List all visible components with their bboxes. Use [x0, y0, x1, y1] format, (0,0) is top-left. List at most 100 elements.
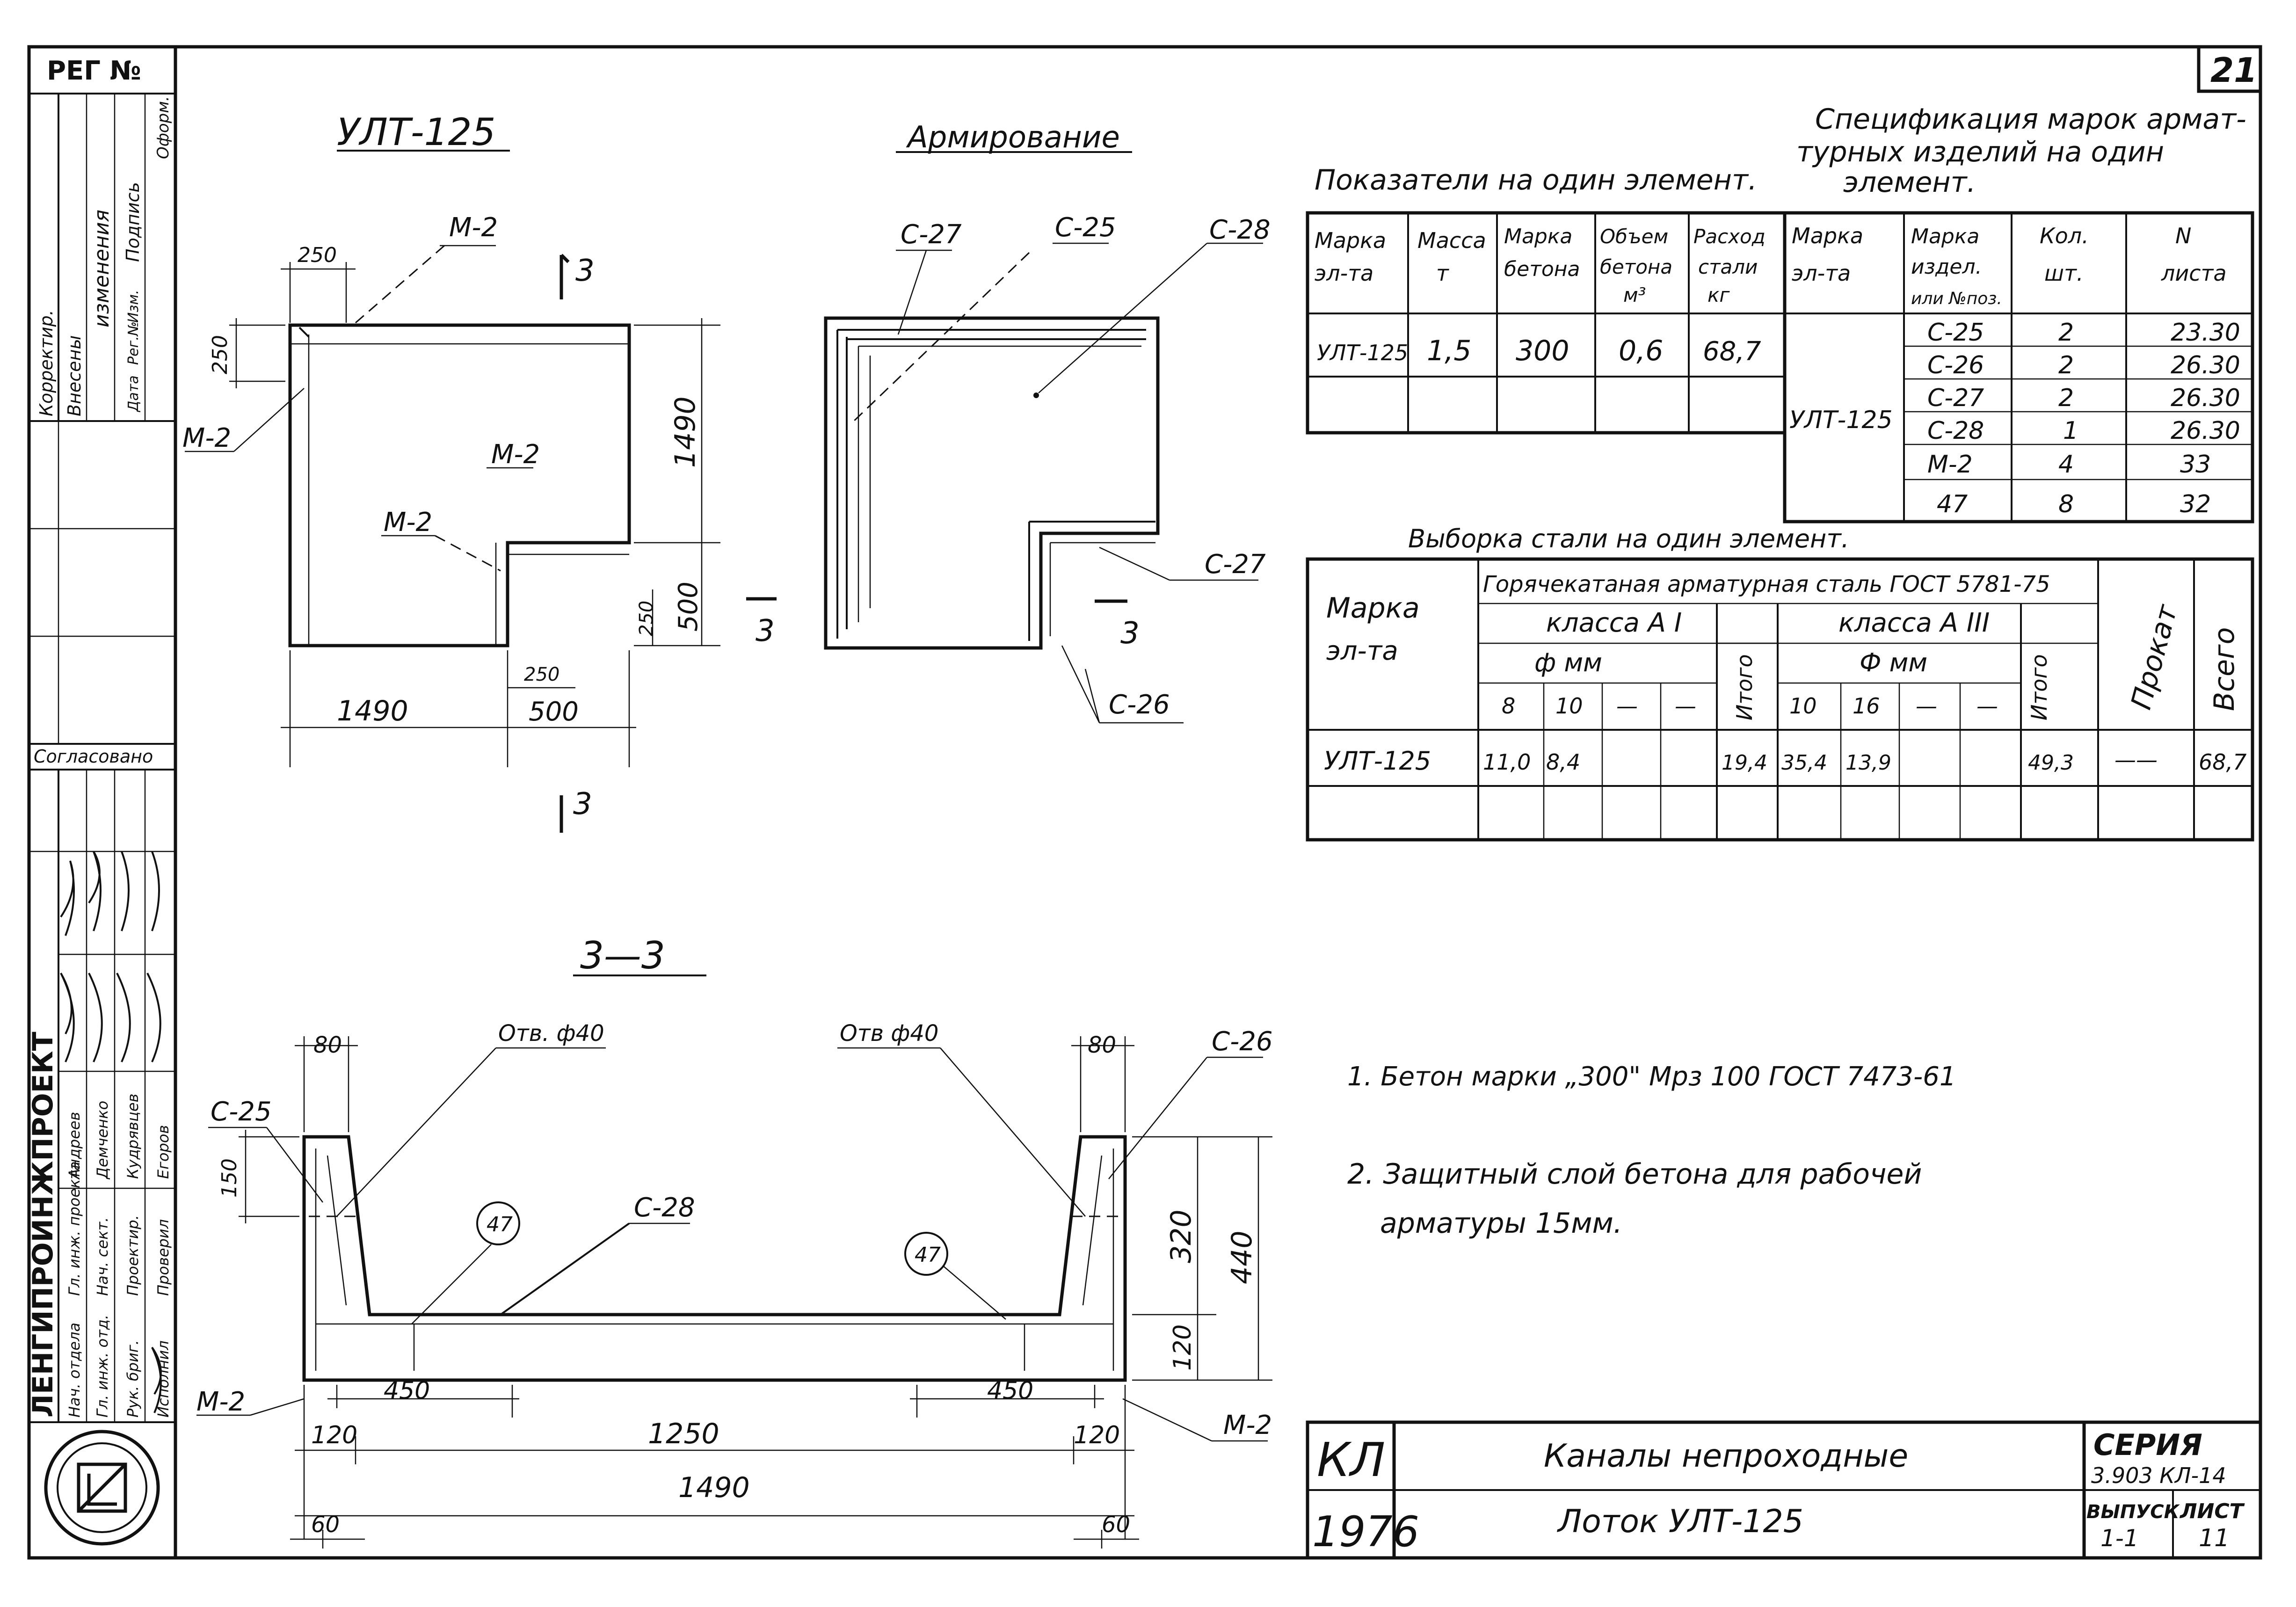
section-dim-120-vert: 120: [1169, 1324, 1197, 1371]
note-2: 2. Защитный слой бетона для рабочей: [1347, 1158, 1922, 1191]
plan-dim-250-left: 250: [208, 335, 232, 374]
change-col-2: Внесены: [64, 335, 85, 416]
spec-caption-3: элемент.: [1843, 166, 1976, 199]
spec-row-6-sheet: 32: [2180, 490, 2211, 518]
section-labels: 80 80 Отв. ф40 Отв ф40 С-25 С-26 С-28 47…: [196, 1020, 1273, 1549]
sheet-frame: [27, 45, 2262, 1560]
steel-table: Выборка стали на один элемент. Марка эл-…: [1306, 524, 2254, 842]
plan-cut-mark-bottom: 3: [573, 787, 592, 822]
staff-name-3: Кудрявцев: [124, 1093, 142, 1179]
steel-h-group: Горячекатаная арматурная сталь ГОСТ 5781…: [1483, 571, 2050, 597]
ind-h-mark-1: Марка: [1315, 228, 1386, 253]
spec-h-item-2: издел.: [1911, 255, 1982, 279]
steel-cell-a3-itogo: 49,3: [2028, 751, 2074, 775]
steel-h-phi3: Ф мм: [1860, 648, 1927, 677]
steel-size-4: —: [1675, 693, 1696, 719]
spec-caption-2: турных изделий на один: [1796, 136, 2164, 168]
steel-size-5: 10: [1789, 693, 1817, 719]
spec-h-qty-1: Кол.: [2040, 223, 2089, 248]
ind-cell-mass: 1,5: [1427, 334, 1471, 367]
spec-row-2-item: С-26: [1927, 351, 1984, 379]
section-label-m2-right: М-2: [1223, 1410, 1272, 1440]
arm-label-c28: С-28: [1209, 215, 1271, 245]
arm-label-c27-top: С-27: [901, 219, 962, 250]
tb-series-label: СЕРИЯ: [2093, 1428, 2202, 1462]
left-title-strip: РЕГ № Корректир. Внесены изменения Подпи…: [27, 56, 175, 1546]
indicators-table: Показатели на один элемент. Марка эл-та …: [1306, 164, 1787, 435]
section-mark-47-right: 47: [915, 1243, 941, 1267]
tb-year: 1976: [1312, 1507, 1419, 1556]
arm-label-c25: С-25: [1055, 212, 1116, 243]
steel-size-7: —: [1916, 693, 1937, 719]
staff-role-3: Гл. инж. отд.: [94, 1315, 111, 1418]
staff-role-2: Гл. инж. проекта: [65, 1161, 83, 1296]
ind-cell-vol: 0,6: [1619, 334, 1663, 367]
steel-cell-a1-itogo: 19,4: [1722, 751, 1767, 775]
section-dim-450-right: 450: [987, 1377, 1033, 1405]
reg-stamp: РЕГ №: [47, 56, 141, 86]
notes: 1. Бетон марки „300" Мрз 100 ГОСТ 7473-6…: [1347, 1062, 1956, 1240]
arm-leaders: С-27 С-25 С-28 С-27 С-26: [850, 212, 1271, 724]
steel-h-itogo-2: Итого: [2027, 654, 2052, 720]
change-col-3: изменения: [90, 210, 114, 327]
plan-dim-1490-horiz: 1490: [337, 695, 408, 727]
note-3: арматуры 15мм.: [1380, 1207, 1622, 1240]
section-mark-47-left: 47: [487, 1213, 513, 1236]
ind-h-steel-3: кг: [1707, 284, 1730, 306]
arm-cut-mark-right: 3: [1120, 616, 1140, 651]
spec-row-3-qty: 2: [2058, 384, 2074, 412]
spec-row-5-sheet: 33: [2180, 451, 2211, 479]
org-name: ЛЕНГИПРОИНЖПРОЕКТ: [27, 1032, 59, 1418]
staff-role-8: Проверил: [154, 1219, 172, 1296]
agreed-label: Согласовано: [34, 746, 153, 767]
change-col-5: Оформ.: [154, 96, 173, 159]
steel-cell-a1-10: 8,4: [1546, 749, 1580, 775]
tb-subtitle: Лоток УЛТ-125: [1556, 1503, 1803, 1540]
view-reinforcement: Армирование 3 3 С-27 С-25 С-28 С-27 С-26: [746, 120, 1271, 724]
plan-dim-250-top: 250: [298, 243, 337, 267]
spec-table: Спецификация марок армат- турных изделий…: [1783, 103, 2254, 524]
staff-role-5: Рук. бриг.: [124, 1340, 142, 1418]
change-sub-2: Рег.№: [125, 321, 142, 365]
arm-label-c27-right: С-27: [1205, 549, 1266, 580]
change-sub-1: Дата: [125, 375, 142, 413]
steel-cell-a3-16: 13,9: [1846, 751, 1891, 775]
steel-size-1: 8: [1502, 693, 1515, 719]
section-dim-150: 150: [218, 1158, 241, 1198]
change-col-4: Подпись: [123, 182, 143, 262]
spec-row-2-qty: 2: [2058, 351, 2074, 379]
ind-h-vol-1: Объем: [1600, 225, 1668, 248]
section-title: 3—3: [580, 934, 665, 977]
steel-size-6: 16: [1853, 693, 1880, 719]
staff-role-1: Нач. отдела: [65, 1323, 83, 1418]
spec-h-mark-1: Марка: [1792, 223, 1863, 248]
ind-h-steel-2: стали: [1698, 255, 1758, 278]
spec-h-item-3: или №поз.: [1911, 289, 2002, 308]
ind-h-mark-2: эл-та: [1315, 261, 1373, 286]
plan-dim-500-horiz: 500: [529, 697, 579, 727]
tb-series-value: 3.903 КЛ-14: [2091, 1463, 2226, 1488]
spec-rows: С-25 2 23.30 С-26 2 26.30 С-27 2 26.30 С…: [1927, 319, 2240, 518]
arm-label-c26: С-26: [1109, 690, 1170, 720]
spec-row-1-sheet: 23.30: [2171, 319, 2240, 347]
ind-h-vol-2: бетона: [1600, 255, 1672, 278]
section-dim-320: 320: [1165, 1209, 1198, 1263]
steel-caption: Выборка стали на один элемент.: [1408, 524, 1849, 553]
staff-name-1: Андреев: [65, 1112, 83, 1180]
steel-h-mark-2: эл-та: [1326, 636, 1398, 666]
plan-label-m2-center: М-2: [491, 439, 540, 470]
spec-row-4-item: С-28: [1927, 417, 1984, 445]
ind-h-conc-2: бетона: [1504, 257, 1580, 281]
spec-caption-1: Спецификация марок армат-: [1815, 103, 2246, 136]
steel-cell-mark: УЛТ-125: [1324, 746, 1431, 776]
section-hole-left: Отв. ф40: [498, 1020, 604, 1047]
plan-title: УЛТ-125: [337, 110, 495, 154]
ind-cell-mark: УЛТ-125: [1317, 340, 1408, 365]
section-label-c25: С-25: [211, 1097, 272, 1127]
steel-h-phi1: ф мм: [1534, 648, 1602, 677]
section-label-c28: С-28: [634, 1193, 695, 1223]
arm-cut-mark-left: 3: [756, 614, 775, 648]
org-logo: [44, 1430, 160, 1546]
staff-role-6: Проектир.: [124, 1215, 142, 1296]
